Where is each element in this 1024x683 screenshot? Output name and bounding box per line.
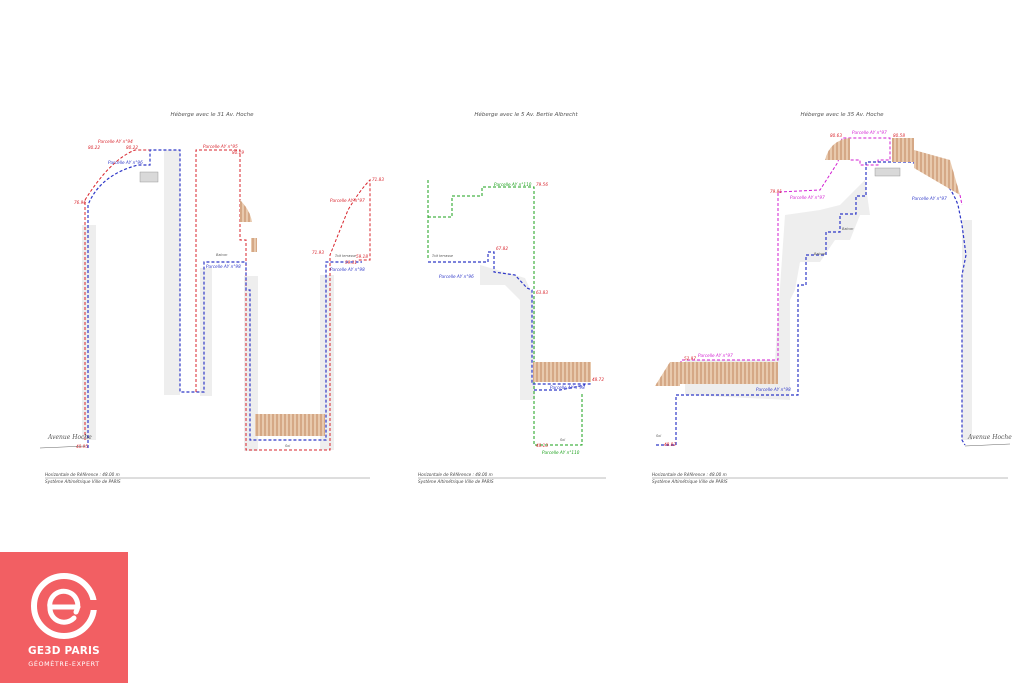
- sheet-2-footer-2: Système Altimétrique Ville de PARIS: [418, 479, 494, 484]
- sheet-2-label-sol: Sol: [560, 438, 565, 442]
- sheet-2-green-outline: [427, 180, 583, 446]
- sheet-1-footer-2: Système Altimétrique Ville de PARIS: [45, 479, 121, 484]
- sheet-1-level-8: 48.95: [76, 444, 88, 449]
- sheet-2-label-p96: Parcelle AY n°96: [439, 274, 474, 279]
- sheet-1-level-6: 59.31: [345, 260, 357, 265]
- sheet-1-red-outline: [84, 149, 371, 451]
- sheet-3-wood-stair: [914, 150, 960, 195]
- sheet-3-spiral-stair: [825, 138, 850, 160]
- sheet-1-label-p97: Parcelle AY n°97: [330, 198, 365, 203]
- sheet-3: Héberge avec le 35 Av. Hoche Parcelle AY…: [652, 111, 1012, 484]
- sheet-1-shadows: [82, 150, 334, 451]
- sheet-2-level-2: 63.83: [536, 290, 548, 295]
- sheet-3-label-p97-right: Parcelle AY n°97: [912, 196, 947, 201]
- sheet-3-label-p98: Parcelle AY n°98: [756, 387, 791, 392]
- sheet-1-label-p98-a: Parcelle AY n°98: [206, 264, 241, 269]
- sheet-1-level-3: 76.96: [74, 200, 86, 205]
- sheet-1-street-line: [39, 445, 87, 449]
- sheet-3-level-1: 80.58: [893, 133, 905, 138]
- sheet-2-shadows: [480, 265, 535, 400]
- sheet-1-label-p95: Parcelle AY n°95: [203, 144, 238, 149]
- sheet-1-label-balcon: Balcon: [216, 253, 227, 257]
- sheet-2-label-toit: Toit terrasse: [432, 254, 453, 258]
- sheet-1-label-toit: Toit terrasse: [335, 254, 356, 258]
- sheet-1-wood-block: [251, 238, 257, 252]
- sheet-2-title: Héberge avec le 5 Av. Bertie Albrecht: [474, 111, 578, 118]
- sheet-3-label-p97-top: Parcelle AY n°97: [852, 130, 887, 135]
- sheet-3-level-3: 52.97: [684, 356, 696, 361]
- logo-subtitle: GÉOMÈTRE-EXPERT: [28, 660, 100, 668]
- sheet-1: Héberge avec le 31 Av. Hoche Parcelle AY…: [39, 111, 384, 484]
- sheet-1-label-p94: Parcelle AY n°94: [98, 139, 133, 144]
- sheet-1-street: Avenue Hoche: [47, 434, 92, 441]
- ge3d-logo-icon: [31, 573, 98, 639]
- sheet-2-label-p110-bottom: Parcelle AY n°110: [542, 450, 580, 455]
- sheet-3-label-p97-mid: Parcelle AY n°97: [790, 195, 825, 200]
- sheet-1-level-5: 71.93: [312, 250, 324, 255]
- sheet-1-level-4: 71.83: [372, 177, 384, 182]
- sheet-3-magenta-outline: [680, 137, 963, 384]
- sheet-2-level-4: 48.13: [536, 443, 548, 448]
- sheet-3-title: Héberge avec le 35 Av. Hoche: [801, 111, 885, 118]
- sheet-3-level-2: 79.81: [770, 189, 782, 194]
- sheet-3-footer-2: Système Altimétrique Ville de PARIS: [652, 479, 728, 484]
- sheet-3-label-balcon-2: Balcon: [814, 252, 825, 256]
- sheet-1-level-1: 80.22: [126, 145, 138, 150]
- sheet-3-level-4: 48.82: [664, 442, 676, 447]
- sheet-3-label-sol: Sol: [656, 434, 661, 438]
- sheet-2-level-0: 79.56: [536, 182, 548, 187]
- sheet-1-wood-deck: [255, 414, 325, 436]
- sheet-2-wood-deck: [533, 362, 591, 382]
- sheet-3-wood-deck: [680, 362, 778, 384]
- sheet-2-label-p110-top: Parcelle AY n°110: [494, 182, 532, 187]
- sheet-3-wood-ramp: [655, 362, 680, 386]
- sheet-3-label-balcon-1: Balcon: [842, 227, 853, 231]
- sheet-1-level-7: 59.18: [356, 254, 368, 259]
- sheet-3-shadows: [685, 180, 972, 440]
- sheet-1-title: Héberge avec le 31 Av. Hoche: [171, 111, 255, 118]
- sheet-3-skylight: [874, 167, 901, 177]
- sheet-1-skylight: [139, 171, 159, 183]
- sheet-1-footer-1: Horizontale de Référence : 48.00 m: [45, 472, 120, 477]
- sheet-2: Héberge avec le 5 Av. Bertie Albrecht Pa…: [418, 111, 606, 484]
- sheet-3-street-line: [964, 443, 1011, 447]
- sheet-1-level-0: 80.22: [88, 145, 100, 150]
- sheet-2-level-1: 67.82: [496, 246, 508, 251]
- sheet-2-blue-outline: [428, 251, 591, 391]
- sheet-3-label-p97-bottom: Parcelle AY n°97: [698, 353, 733, 358]
- sheet-3-level-0: 80.63: [830, 133, 842, 138]
- sheet-1-label-sol: Sol: [285, 444, 290, 448]
- sheet-1-label-p98-b: Parcelle AY n°98: [330, 267, 365, 272]
- sheet-1-spiral-stair: [240, 200, 252, 222]
- sheet-2-level-3: 48.72: [592, 377, 604, 382]
- sheet-3-footer-1: Horizontale de Référence : 48.00 m: [652, 472, 727, 477]
- sheet-3-street: Avenue Hoche: [967, 434, 1012, 441]
- sheet-3-blue-outline: [656, 161, 967, 446]
- sheet-1-label-p96: Parcelle AY n°96: [108, 160, 143, 165]
- sheet-2-footer-1: Horizontale de Référence : 48.00 m: [418, 472, 493, 477]
- sheet-2-label-p98: Parcelle AY n°98: [550, 385, 585, 390]
- logo-name: GE3D PARIS: [28, 645, 100, 657]
- sheet-1-level-2: 80.19: [232, 150, 244, 155]
- sheet-1-blue-outline: [87, 149, 362, 448]
- company-logo: GE3D PARIS GÉOMÈTRE-EXPERT: [0, 552, 128, 683]
- sheet-3-wood-block: [892, 138, 914, 162]
